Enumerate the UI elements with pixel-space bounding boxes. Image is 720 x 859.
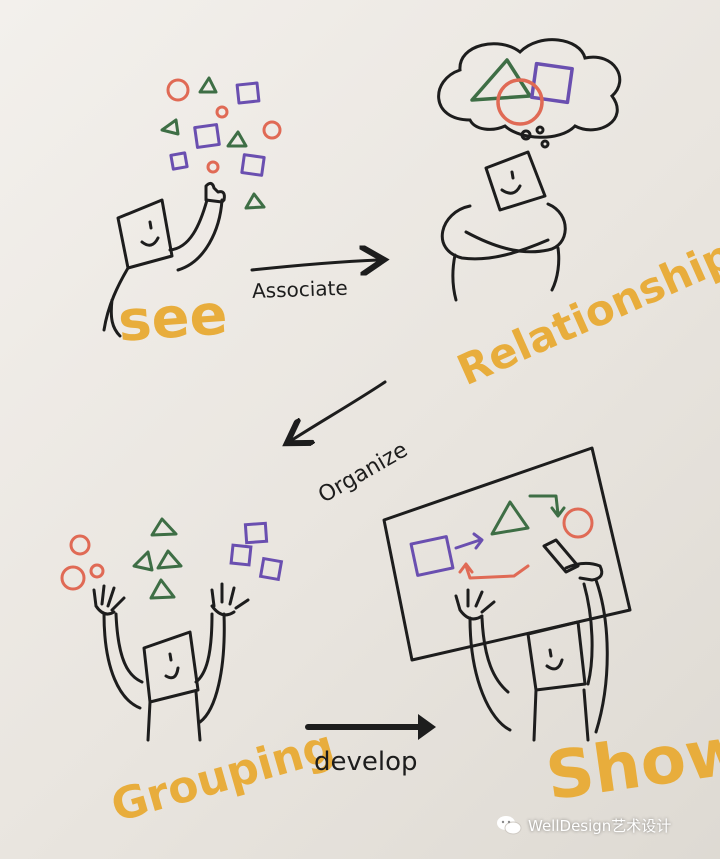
watermark-text: WellDesign艺术设计 [528,816,672,835]
character-eye [148,220,153,230]
character-head [142,630,200,704]
character-eye [510,170,515,180]
triangle-shape [226,130,248,148]
triangle-shape [160,118,180,136]
character-see [102,181,226,338]
character-body [102,266,130,338]
triangle-shape [490,500,530,536]
arrow-associate [250,260,378,270]
watermark: WellDesign艺术设计 [496,810,718,840]
character-show [454,538,609,742]
arrow-square-to-triangle [454,532,484,550]
grouped-triangles [132,517,183,600]
character-left-hand [454,588,496,621]
board-diagram [409,494,594,580]
character-hand [204,181,226,204]
triangle-shape [132,550,154,572]
thought-shapes [470,58,574,126]
grouped-circles [60,534,105,591]
character-left-arm [102,612,144,710]
circle-shape [89,563,105,579]
character-body [451,246,561,302]
transition-associate: Associate [250,260,378,303]
character-crossed-arms [440,202,567,261]
character-eye [168,652,173,662]
square-shape [193,123,221,149]
character-pen-hand [564,561,604,582]
arrow-circle-back [458,562,530,580]
character-head [526,620,587,692]
stage-label-show: Show [541,711,720,815]
square-shape [229,543,253,567]
square-shape [258,556,284,582]
panel-see: see [102,76,282,355]
arrow-develop-head [418,714,436,740]
character-grouping [92,582,250,742]
transition-develop: develop [305,714,436,777]
panel-grouping: Grouping [60,517,340,832]
transition-label-associate: Associate [252,276,348,303]
circle-shape [60,565,86,591]
character-relationship [440,150,567,302]
circle-shape [262,120,282,140]
character-smile [140,236,160,247]
circle-shape [206,160,220,174]
character-left-arm [468,616,512,732]
circle-shape [496,78,544,126]
triangle-shape [150,517,178,537]
character-smile [500,184,522,195]
triangle-shape [198,76,218,94]
character-body [146,690,202,742]
panel-show: Show [382,446,720,815]
arrow-triangle-to-circle [528,494,566,518]
triangle-shape [156,549,183,570]
character-left-hand [92,584,126,616]
wechat-icon [497,816,522,835]
arrow-organize [292,380,387,440]
triangle-shape [470,58,532,102]
square-shape [530,61,574,105]
square-shape [169,151,189,171]
circle-shape [562,507,594,539]
panel-relationship: Relationship [437,38,720,395]
stage-label-see: see [116,282,230,354]
thought-bubble [437,38,622,149]
circle-shape [215,105,229,119]
character-eye [548,648,553,658]
square-shape [235,81,261,105]
grouped-squares [229,521,284,582]
circle-shape [69,534,91,556]
character-right-arm [194,612,226,724]
transition-label-organize: Organize [314,438,412,509]
character-right-arm [582,578,609,734]
square-shape [240,153,266,177]
character-smile [164,666,180,680]
thought-dot [540,139,550,149]
character-right-hand [210,582,250,617]
stage-label-grouping: Grouping [106,720,340,832]
character-head [484,150,547,212]
square-shape [409,535,455,577]
character-raised-arm [168,198,224,272]
character-head [116,198,174,270]
stage-label-relationship: Relationship [450,230,720,395]
triangle-shape [149,578,176,600]
square-shape [243,521,269,545]
character-smile [545,658,564,671]
presentation-board [382,446,632,662]
transition-organize: Organize [292,380,412,509]
thought-dot [535,125,545,135]
transition-label-develop: develop [314,747,418,777]
triangle-shape [244,192,266,210]
floating-shapes-see [160,76,282,210]
marker-pen [542,538,580,574]
character-body [532,688,590,742]
thought-dot [520,129,532,141]
circle-shape [166,78,190,102]
